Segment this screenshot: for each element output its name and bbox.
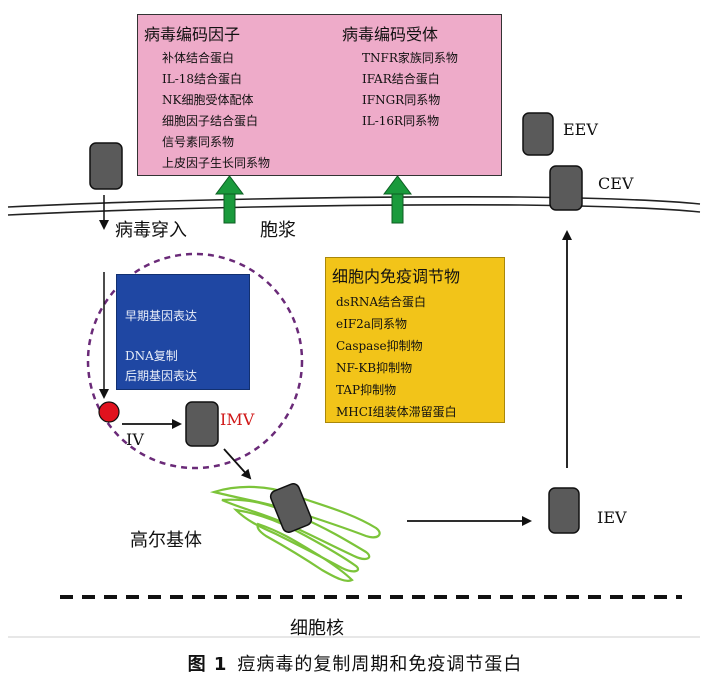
green-arrow-left <box>215 175 244 224</box>
immune-modulators-header: 细胞内免疫调节物 <box>332 267 461 286</box>
iv-label: IV <box>126 430 144 449</box>
factor-item: 信号素同系物 <box>162 135 235 149</box>
early-gene-expression-label: 早期基因表达 <box>125 309 198 323</box>
imv-virion-icon <box>185 401 219 447</box>
iv-particle-icon <box>98 401 120 423</box>
figure-number: 图 1 <box>187 654 228 675</box>
eev-virion-icon <box>522 112 554 156</box>
cev-label: CEV <box>598 174 634 193</box>
iev-virion-icon <box>548 487 580 534</box>
modulator-item: eIF2a同系物 <box>336 317 407 331</box>
modulator-item: MHCI组装体滞留蛋白 <box>336 405 457 419</box>
modulator-item: dsRNA结合蛋白 <box>336 295 427 309</box>
factor-item: IL-18结合蛋白 <box>162 72 243 86</box>
factor-item: 上皮因子生长同系物 <box>162 156 271 170</box>
figure-caption-text: 痘病毒的复制周期和免疫调节蛋白 <box>237 654 523 675</box>
viral-factors-box: 病毒编码因子 病毒编码受体 补体结合蛋白 IL-18结合蛋白 NK细胞受体配体 … <box>137 14 502 176</box>
cell-membrane-inner <box>7 204 701 216</box>
receptor-item: IFNGR同系物 <box>362 93 441 107</box>
factor-item: 细胞因子结合蛋白 <box>162 114 259 128</box>
eev-label: EEV <box>563 120 598 139</box>
receptor-item: IFAR结合蛋白 <box>362 72 440 86</box>
entering-virion-icon <box>89 142 123 190</box>
cytoplasm-label: 胞浆 <box>260 220 296 241</box>
imv-to-golgi-arrow <box>223 448 252 480</box>
imv-label: IMV <box>220 410 255 429</box>
nucleus-label: 细胞核 <box>290 618 344 639</box>
immune-modulators-box: 细胞内免疫调节物 dsRNA结合蛋白 eIF2a同系物 Caspase抑制物 N… <box>325 257 505 423</box>
factor-item: 补体结合蛋白 <box>162 51 235 65</box>
iev-label: IEV <box>597 508 627 527</box>
factor-item: NK细胞受体配体 <box>162 93 254 107</box>
receptor-item: TNFR家族同系物 <box>362 51 458 65</box>
golgi-label: 高尔基体 <box>130 530 202 551</box>
figure-caption: 图 1 痘病毒的复制周期和免疫调节蛋白 <box>0 650 710 676</box>
modulator-item: NF-KB抑制物 <box>336 361 413 375</box>
gene-expression-box: 早期基因表达 DNA复制 后期基因表达 <box>116 274 250 390</box>
virus-entry-label: 病毒穿入 <box>115 220 187 241</box>
replication-site-circle <box>86 252 304 470</box>
dna-replication-label: DNA复制 <box>125 349 178 363</box>
viral-receptors-header: 病毒编码受体 <box>342 25 439 44</box>
cell-membrane-outer <box>7 196 701 208</box>
cev-virion-icon <box>549 165 583 211</box>
viral-factors-header: 病毒编码因子 <box>144 25 241 44</box>
receptor-item: IL-16R同系物 <box>362 114 440 128</box>
green-arrow-right <box>383 175 412 224</box>
modulator-item: Caspase抑制物 <box>336 339 423 353</box>
modulator-item: TAP抑制物 <box>336 383 397 397</box>
late-gene-expression-label: 后期基因表达 <box>125 369 198 383</box>
golgi-virion-icon <box>269 483 313 533</box>
